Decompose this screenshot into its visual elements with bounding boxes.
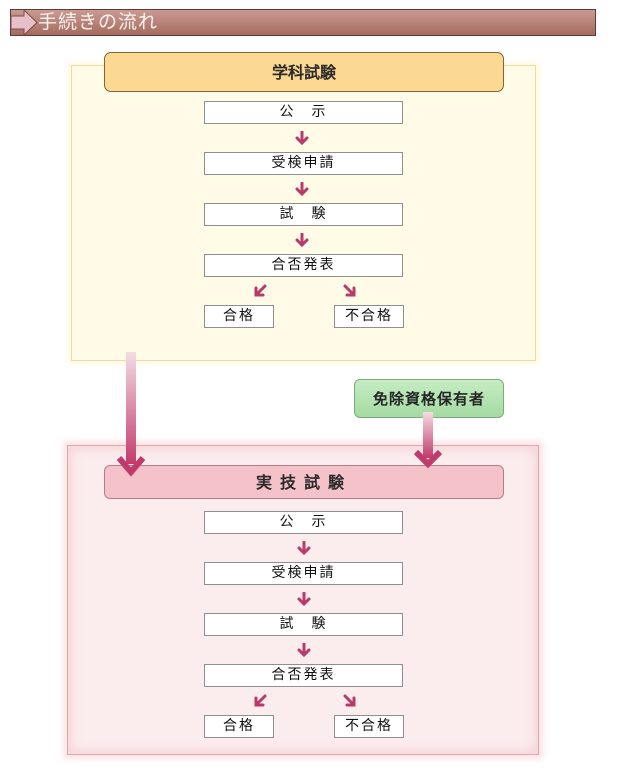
written-to-practical-arrow-icon (116, 352, 146, 477)
written-step-announcement: 公 示 (204, 101, 403, 124)
down-arrow-icon (297, 592, 311, 606)
down-right-arrow-icon (343, 284, 356, 297)
down-arrow-icon (297, 541, 311, 555)
down-left-arrow-icon (254, 284, 267, 297)
written-exam-title: 学科試験 (104, 52, 504, 92)
down-arrow-icon (297, 643, 311, 657)
exemption-to-practical-arrow-icon (413, 412, 443, 469)
written-result-pass: 合格 (204, 305, 274, 328)
section-title: 手続きの流れ (38, 11, 159, 33)
written-step-results: 合否発表 (204, 254, 403, 277)
practical-result-fail: 不合格 (334, 715, 404, 738)
practical-result-pass: 合格 (204, 715, 274, 738)
practical-step-exam: 試 験 (204, 613, 403, 636)
section-header-bar (10, 9, 596, 36)
down-right-arrow-icon (343, 694, 356, 707)
practical-step-results: 合否発表 (204, 664, 403, 687)
written-result-fail: 不合格 (334, 305, 404, 328)
right-arrow-icon (10, 9, 38, 36)
practical-step-announcement: 公 示 (204, 511, 403, 534)
down-arrow-icon (295, 182, 309, 196)
practical-exam-title: 実技試験 (104, 465, 504, 499)
down-arrow-icon (295, 233, 309, 247)
practical-step-application: 受検申請 (204, 562, 403, 585)
written-step-exam: 試 験 (204, 203, 403, 226)
written-step-application: 受検申請 (204, 152, 403, 175)
down-arrow-icon (295, 131, 309, 145)
down-left-arrow-icon (254, 694, 267, 707)
